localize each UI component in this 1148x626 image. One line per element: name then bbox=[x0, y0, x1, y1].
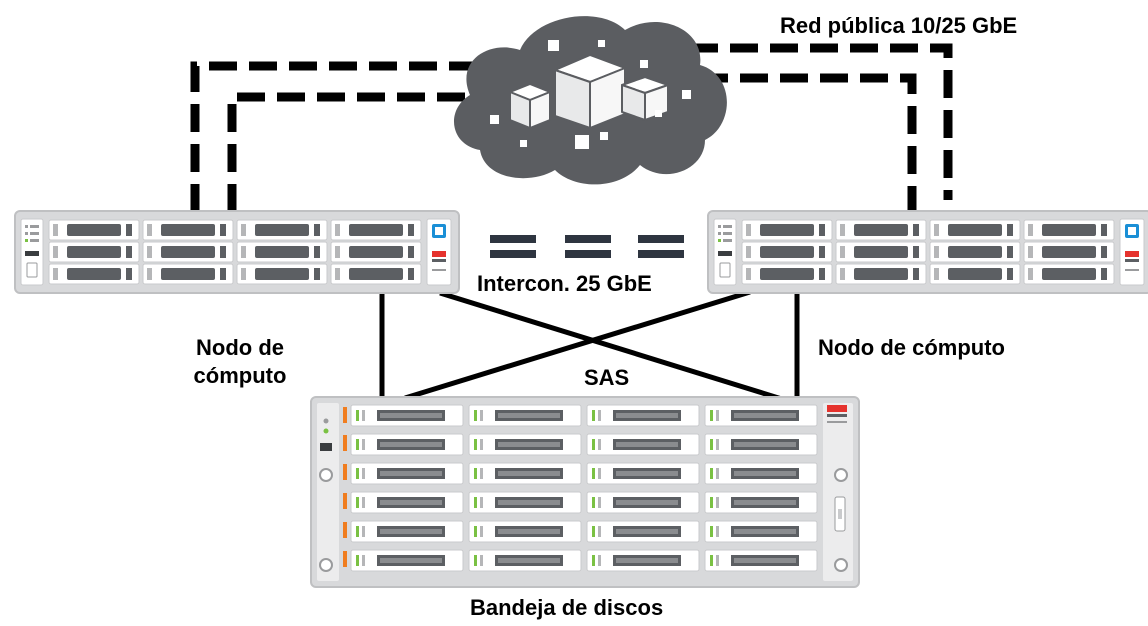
compute-node-left-label-line1: Nodo de bbox=[196, 335, 284, 360]
public-link-left-inner bbox=[227, 92, 465, 212]
interconnect-label: Intercon. 25 GbE bbox=[477, 271, 652, 296]
public-network-links bbox=[190, 43, 953, 212]
disk-shelf-icon bbox=[310, 396, 860, 588]
public-link-right-inner bbox=[700, 73, 917, 210]
public-link-left-outer bbox=[190, 61, 475, 212]
interconnect-link bbox=[490, 235, 684, 258]
disk-shelf-label: Bandeja de discos bbox=[470, 595, 664, 620]
sas-label: SAS bbox=[584, 365, 630, 390]
public-network-label: Red pública 10/25 GbE bbox=[780, 13, 1018, 38]
compute-node-right-label: Nodo de cómputo bbox=[818, 335, 1005, 360]
public-link-right-outer bbox=[690, 43, 953, 200]
compute-node-icon bbox=[15, 211, 459, 293]
compute-node-icon bbox=[708, 211, 1148, 293]
sas-link-left-cross bbox=[404, 289, 751, 401]
compute-node-left-label: Nodo de cómputo bbox=[160, 334, 320, 390]
cloud-icon bbox=[453, 16, 727, 185]
sas-links bbox=[379, 289, 800, 403]
sas-link-right-cross bbox=[439, 290, 786, 403]
compute-node-left-label-line2: cómputo bbox=[193, 363, 287, 388]
